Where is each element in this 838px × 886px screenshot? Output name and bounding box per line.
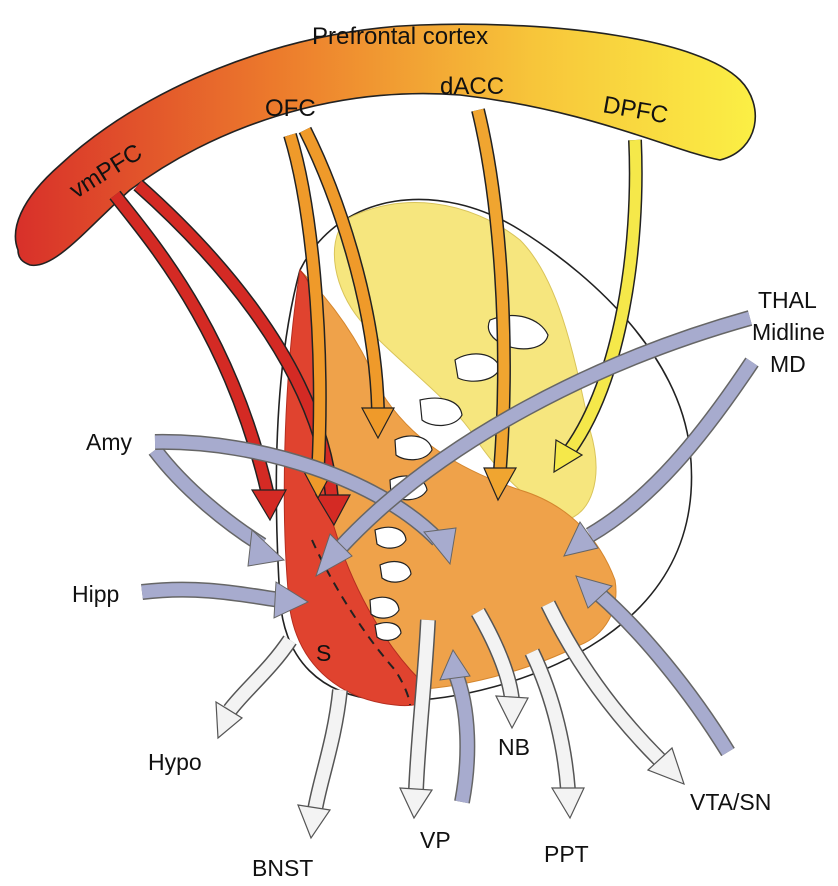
shell-label: S [316, 640, 331, 666]
hypo-label: Hypo [148, 749, 202, 775]
vp-label: VP [420, 827, 451, 853]
amy-to-shell-arrow [148, 445, 286, 567]
hipp-arrow [141, 581, 310, 619]
vmpfc-arrow-1 [109, 190, 287, 522]
bnst-label: BNST [252, 855, 313, 881]
md-label: MD [770, 351, 806, 377]
ofc-arrow-2 [298, 126, 395, 440]
ofc-label: OFC [265, 95, 316, 122]
midline-label: Midline [752, 319, 825, 345]
to-bnst-arrow [297, 689, 348, 840]
input-arrows [141, 310, 759, 804]
cortex-band [14, 23, 757, 267]
to-hypo-arrow [215, 635, 297, 740]
to-ppt-arrow [524, 648, 585, 820]
output-arrows [215, 600, 685, 840]
to-nb-arrow [471, 607, 529, 730]
to-vp-arrow [399, 619, 436, 820]
thal-to-core-arrow [563, 357, 759, 557]
hipp-label: Hipp [72, 581, 119, 607]
amy-to-core-arrow [154, 433, 457, 566]
vta-sn-label: VTA/SN [690, 789, 771, 815]
to-vta-sn-arrow [540, 600, 685, 786]
dpfc-arrow [553, 139, 643, 474]
amy-label: Amy [86, 429, 133, 455]
shell-core-boundary [311, 539, 411, 706]
nb-label: NB [498, 734, 530, 760]
dacc-label: dACC [440, 73, 504, 100]
cortex-title: Prefrontal cortex [312, 23, 488, 50]
node-labels: Amy Hipp THAL Midline MD S Hypo BNST VP … [72, 287, 825, 881]
thal-to-shell-arrow [315, 310, 753, 578]
vp-input-arrow [439, 648, 476, 804]
ppt-label: PPT [544, 841, 589, 867]
vta-sn-input-arrow [575, 575, 735, 757]
thal-label: THAL [758, 287, 817, 313]
